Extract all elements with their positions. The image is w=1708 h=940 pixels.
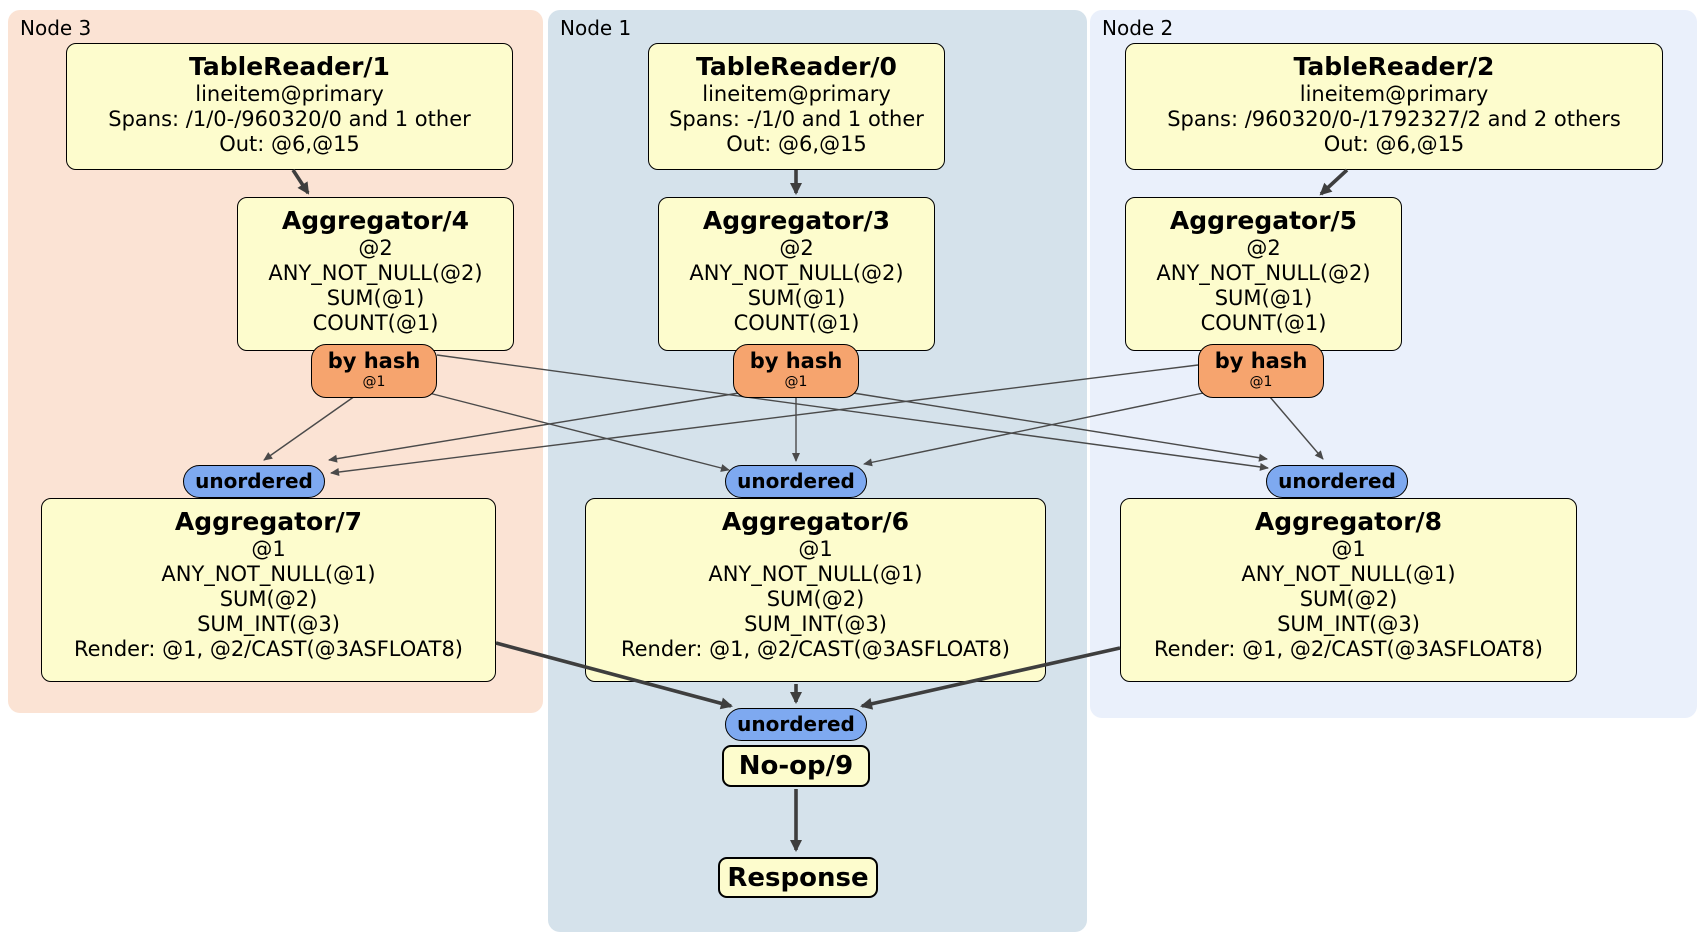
processor-title: Aggregator/8 bbox=[1254, 507, 1443, 536]
processor-line: Out: @6,@15 bbox=[219, 132, 360, 156]
processor-noop-9: No-op/9 bbox=[722, 745, 870, 787]
processor-line: @2 bbox=[1246, 236, 1281, 260]
processor-aggregator-6: Aggregator/6 @1 ANY_NOT_NULL(@1) SUM(@2)… bbox=[585, 498, 1046, 682]
processor-title: TableReader/2 bbox=[1293, 52, 1495, 81]
processor-line: SUM(@1) bbox=[1214, 286, 1313, 310]
processor-line: SUM_INT(@3) bbox=[744, 612, 887, 636]
processor-aggregator-7: Aggregator/7 @1 ANY_NOT_NULL(@1) SUM(@2)… bbox=[41, 498, 496, 682]
processor-tablereader-1: TableReader/1 lineitem@primary Spans: /1… bbox=[66, 43, 513, 170]
processor-line: SUM(@2) bbox=[1299, 587, 1398, 611]
processor-line: COUNT(@1) bbox=[1200, 311, 1327, 335]
router-by-hash-node3: by hash @1 bbox=[311, 344, 437, 398]
processor-line: Spans: /960320/0-/1792327/2 and 2 others bbox=[1167, 107, 1621, 131]
processor-line: Render: @1, @2/CAST(@3ASFLOAT8) bbox=[73, 637, 464, 661]
processor-line: Render: @1, @2/CAST(@3ASFLOAT8) bbox=[1153, 637, 1544, 661]
processor-line: COUNT(@1) bbox=[312, 311, 439, 335]
processor-line: @1 bbox=[798, 537, 833, 561]
region-node1-label: Node 1 bbox=[560, 16, 632, 40]
processor-line: @1 bbox=[1331, 537, 1366, 561]
router-label: by hash bbox=[327, 349, 421, 373]
processor-line: SUM(@1) bbox=[326, 286, 425, 310]
router-by-hash-node2: by hash @1 bbox=[1198, 344, 1324, 398]
processor-line: SUM(@2) bbox=[766, 587, 865, 611]
sync-unordered-node3: unordered bbox=[183, 465, 325, 498]
processor-aggregator-5: Aggregator/5 @2 ANY_NOT_NULL(@2) SUM(@1)… bbox=[1125, 197, 1402, 351]
processor-line: lineitem@primary bbox=[702, 82, 891, 106]
processor-line: lineitem@primary bbox=[1299, 82, 1489, 106]
processor-line: Out: @6,@15 bbox=[726, 132, 867, 156]
sync-unordered-node2: unordered bbox=[1266, 465, 1408, 498]
processor-line: @2 bbox=[779, 236, 814, 260]
processor-line: SUM(@1) bbox=[747, 286, 846, 310]
processor-line: ANY_NOT_NULL(@2) bbox=[268, 261, 483, 285]
processor-line: SUM_INT(@3) bbox=[197, 612, 340, 636]
router-label: by hash bbox=[1214, 349, 1308, 373]
processor-line: @2 bbox=[358, 236, 393, 260]
processor-line: SUM_INT(@3) bbox=[1277, 612, 1420, 636]
processor-tablereader-0: TableReader/0 lineitem@primary Spans: -/… bbox=[648, 43, 945, 170]
processor-line: ANY_NOT_NULL(@2) bbox=[689, 261, 904, 285]
router-detail: @1 bbox=[362, 374, 386, 390]
processor-title: TableReader/0 bbox=[696, 52, 897, 81]
processor-line: lineitem@primary bbox=[195, 82, 384, 106]
router-detail: @1 bbox=[1249, 374, 1273, 390]
processor-line: Render: @1, @2/CAST(@3ASFLOAT8) bbox=[620, 637, 1011, 661]
processor-title: Aggregator/3 bbox=[702, 206, 891, 235]
processor-tablereader-2: TableReader/2 lineitem@primary Spans: /9… bbox=[1125, 43, 1663, 170]
response-node: Response bbox=[718, 857, 878, 898]
router-by-hash-node1: by hash @1 bbox=[733, 344, 859, 398]
processor-title: TableReader/1 bbox=[189, 52, 390, 81]
processor-line: Out: @6,@15 bbox=[1323, 132, 1465, 156]
router-label: by hash bbox=[749, 349, 843, 373]
processor-line: ANY_NOT_NULL(@2) bbox=[1156, 261, 1371, 285]
processor-line: Spans: /1/0-/960320/0 and 1 other bbox=[108, 107, 471, 131]
sync-unordered-node1: unordered bbox=[725, 465, 867, 498]
processor-line: COUNT(@1) bbox=[733, 311, 860, 335]
router-detail: @1 bbox=[784, 374, 808, 390]
processor-title: Aggregator/6 bbox=[721, 507, 910, 536]
region-node3-label: Node 3 bbox=[20, 16, 92, 40]
sync-unordered-final: unordered bbox=[725, 708, 867, 741]
processor-line: ANY_NOT_NULL(@1) bbox=[161, 562, 376, 586]
processor-aggregator-3: Aggregator/3 @2 ANY_NOT_NULL(@2) SUM(@1)… bbox=[658, 197, 935, 351]
region-node2-label: Node 2 bbox=[1102, 16, 1174, 40]
processor-aggregator-4: Aggregator/4 @2 ANY_NOT_NULL(@2) SUM(@1)… bbox=[237, 197, 514, 351]
processor-line: ANY_NOT_NULL(@1) bbox=[708, 562, 923, 586]
processor-title: Aggregator/7 bbox=[174, 507, 363, 536]
processor-line: ANY_NOT_NULL(@1) bbox=[1241, 562, 1456, 586]
processor-title: Aggregator/4 bbox=[281, 206, 470, 235]
processor-line: SUM(@2) bbox=[219, 587, 318, 611]
processor-line: Spans: -/1/0 and 1 other bbox=[669, 107, 924, 131]
processor-line: @1 bbox=[251, 537, 286, 561]
processor-aggregator-8: Aggregator/8 @1 ANY_NOT_NULL(@1) SUM(@2)… bbox=[1120, 498, 1577, 682]
processor-title: Aggregator/5 bbox=[1169, 206, 1358, 235]
